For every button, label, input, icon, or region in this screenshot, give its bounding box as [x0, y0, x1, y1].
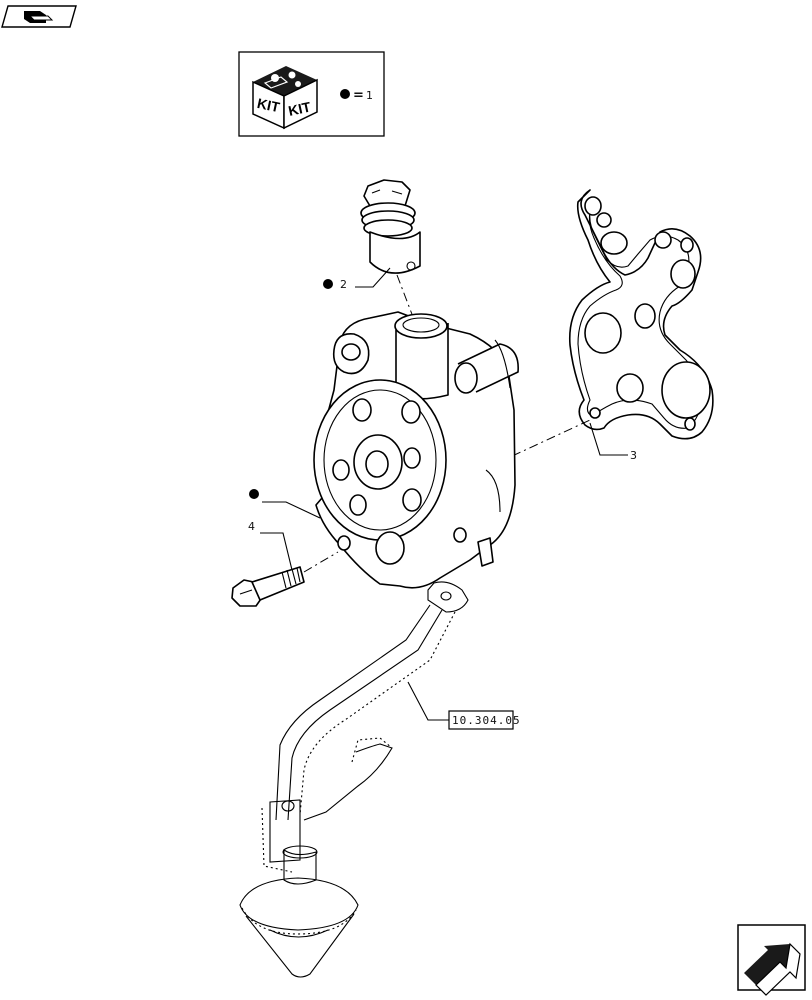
pump-kit-dot	[249, 489, 259, 499]
seal-plug-kit-dot	[323, 279, 333, 289]
bolt-part	[231, 566, 305, 607]
bolt-axis-line	[303, 551, 339, 573]
next-page-arrow-icon[interactable]	[737, 924, 806, 996]
callout-gasket: 3	[630, 449, 637, 462]
pump-leader-line	[262, 501, 321, 519]
cross-reference-label: 10.304.05	[452, 714, 521, 727]
kit-box-icon: KIT KIT	[252, 66, 318, 130]
kit-label-right: KIT	[287, 98, 313, 118]
cross-reference-box[interactable]: 10.304.05	[448, 710, 521, 730]
gasket-leader-line	[589, 422, 628, 456]
kit-legend-box: KIT KIT = 1	[238, 51, 385, 137]
vacuum-pump-body	[313, 311, 519, 589]
gasket-part	[568, 189, 714, 440]
bolt-leader-line	[260, 532, 293, 571]
seal-plug-leader-line	[355, 267, 391, 288]
oil-pickup-pipe	[239, 581, 469, 978]
cross-ref-leader-line	[407, 681, 450, 721]
seal-plug-part	[360, 179, 421, 274]
callout-bolt: 4	[248, 520, 255, 533]
kit-bullet-dot	[340, 89, 350, 99]
kit-equals-sign: =	[353, 88, 364, 103]
kit-item-number: 1	[366, 89, 373, 102]
callout-seal-plug: 2	[340, 278, 347, 291]
gasket-axis-line	[494, 419, 591, 465]
kit-label-left: KIT	[256, 95, 282, 115]
book-open-icon[interactable]	[1, 5, 77, 28]
